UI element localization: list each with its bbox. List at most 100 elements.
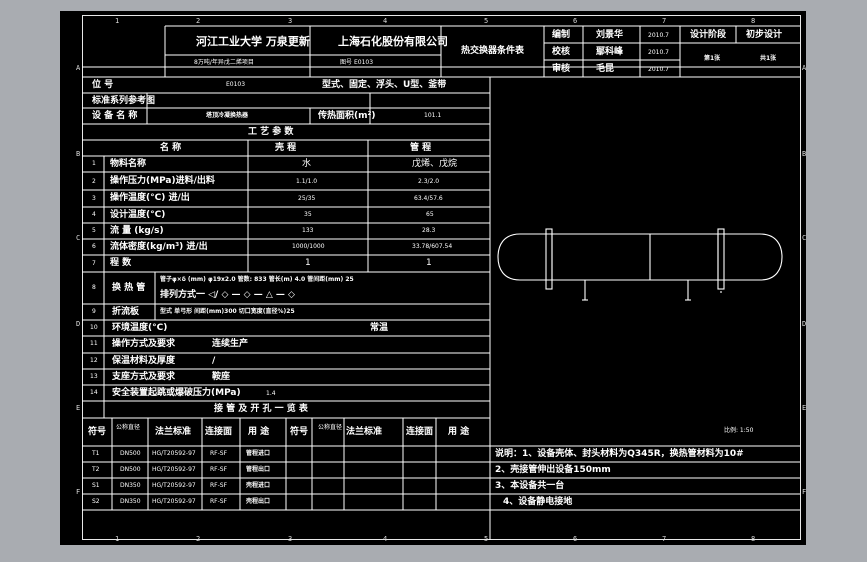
nozzle-row-face: RF-SF <box>210 466 228 473</box>
note-line-2: 2、壳接管伸出设备150mm <box>495 465 611 475</box>
nozzle-row-standard: HG/T20592-97 <box>152 482 196 489</box>
zone-label-col-1: 1 <box>115 17 120 25</box>
sheet-title: 热交换器条件表 <box>461 46 525 56</box>
type-line: 型式、固定、浮头、U型、釜带 <box>322 80 447 90</box>
role-label-2: 校核 <box>552 47 571 57</box>
note-line-3: 3、本设备共一台 <box>495 481 565 491</box>
drawing-sheet <box>60 11 806 545</box>
param-row-name: 操作方式及要求 <box>112 339 176 349</box>
area-value: 101.1 <box>424 112 442 119</box>
position-label: 位 号 <box>92 80 114 90</box>
nozzle-header-dn: 公称直径 <box>116 424 141 431</box>
process-row-tube: 33.78/607.54 <box>412 243 453 250</box>
role-date-3: 2010.7 <box>648 66 669 73</box>
page-total: 共1张 <box>760 55 777 62</box>
university-name: 河江工业大学 万泉更新 <box>196 35 310 48</box>
zone-label-col-6: 6 <box>573 17 578 25</box>
param-row-no: 9 <box>92 308 96 315</box>
process-row-tube: 戊烯、戊烷 <box>412 159 458 169</box>
drawing-frame <box>82 15 801 540</box>
zone-label-row-a-right: A <box>802 64 807 72</box>
process-row-shell: 133 <box>302 227 314 234</box>
zone-label-col-8-bottom: 8 <box>751 535 756 543</box>
zone-label-row-e-right: E <box>802 404 807 412</box>
process-row-no: 3 <box>92 195 96 202</box>
zone-label-col-3-bottom: 3 <box>288 535 293 543</box>
company-name: 上海石化股份有限公司 <box>338 35 448 48</box>
zone-label-col-7: 7 <box>662 17 667 25</box>
tube-spec-line: 管子φ×δ (mm) φ19x2.0 管数: 833 管长(m) 4.0 管间距… <box>160 276 354 283</box>
param-row-value: 鞍座 <box>212 372 231 382</box>
zone-label-row-a: A <box>76 64 81 72</box>
zone-label-col-5-bottom: 5 <box>484 535 489 543</box>
zone-label-col-3: 3 <box>288 17 293 25</box>
process-row-tube: 65 <box>426 211 434 218</box>
process-row-name: 操作温度(°C) 进/出 <box>110 193 190 203</box>
tube-arrangement: 排列方式一 ◁/ ◇ — ◇ — △ — ◇ <box>160 290 295 300</box>
project-name: 8万吨/年异戊二烯项目 <box>194 59 254 66</box>
nozzle-row-dn: DN350 <box>120 498 141 505</box>
process-row-name: 程 数 <box>110 258 132 268</box>
zone-label-row-f-right: F <box>802 488 807 496</box>
vessel-left-head <box>497 233 521 281</box>
nozzle-row-face: RF-SF <box>210 482 228 489</box>
process-row-name: 设计温度(°C) <box>110 210 166 220</box>
process-row-shell: 1 <box>305 258 311 268</box>
nozzle-header-face: 连接面 <box>205 427 233 437</box>
nozzle-row-face: RF-SF <box>210 498 228 505</box>
process-row-no: 4 <box>92 211 96 218</box>
scale-label: 比例: 1:50 <box>724 427 754 434</box>
nozzle-header-symbol: 符号 <box>88 427 107 437</box>
note-line-4: 4、设备静电接地 <box>503 497 573 507</box>
zone-label-row-c-right: C <box>802 234 807 242</box>
process-row-no: 5 <box>92 227 96 234</box>
process-row-tube: 2.3/2.0 <box>418 178 440 185</box>
zone-label-col-5: 5 <box>484 17 489 25</box>
process-row-tube: 28.3 <box>422 227 436 234</box>
param-row-value: 连续生产 <box>212 339 249 349</box>
process-row-tube: 63.4/57.6 <box>414 195 443 202</box>
nozzle-header-standard: 法兰标准 <box>155 427 192 437</box>
nozzle-header-symbol-right: 符号 <box>290 427 309 437</box>
standard-label: 标准系列参考图 <box>92 96 156 106</box>
nozzle-section-title: 接 管 及 开 孔 一 览 表 <box>214 404 308 414</box>
drawing-no-label: 图号 <box>340 59 353 66</box>
zone-label-col-8: 8 <box>751 17 756 25</box>
zone-label-row-e: E <box>76 404 81 412</box>
role-name-3: 毛昆 <box>596 64 615 74</box>
nozzle-header-standard-right: 法兰标准 <box>346 427 383 437</box>
process-col-item: 名 称 <box>160 143 182 153</box>
param-row-name: 折流板 <box>112 307 140 317</box>
process-row-no: 1 <box>92 160 96 167</box>
nozzle-row-use: 管程进口 <box>246 450 271 457</box>
nozzle-row-use: 管程出口 <box>246 466 271 473</box>
design-stage-value: 初步设计 <box>746 30 783 40</box>
nozzle-row-symbol: T1 <box>92 450 100 457</box>
process-row-name: 流体密度(kg/m³) 进/出 <box>110 242 208 252</box>
nozzle-header-use-right: 用 途 <box>448 427 470 437</box>
process-section-title: 工 艺 参 数 <box>248 127 294 137</box>
drawing-no-value: E0103 <box>354 59 374 66</box>
role-date-1: 2010.7 <box>648 32 669 39</box>
process-row-shell: 1000/1000 <box>292 243 325 250</box>
process-row-no: 7 <box>92 260 96 267</box>
role-date-2: 2010.7 <box>648 49 669 56</box>
process-row-name: 物料名称 <box>110 159 147 169</box>
position-value: E0103 <box>226 81 246 88</box>
param-row-name: 安全装置起跳或爆破压力(MPa) <box>112 388 241 398</box>
process-row-no: 6 <box>92 243 96 250</box>
param-row-name: 保温材料及厚度 <box>112 356 176 366</box>
role-name-2: 鄢科峰 <box>596 47 624 57</box>
nozzle-row-symbol: S1 <box>92 482 100 489</box>
tube-row-no: 8 <box>92 284 96 291</box>
param-row-no: 14 <box>90 389 98 396</box>
nozzle-header-dn-right: 公称直径 <box>318 424 343 431</box>
zone-label-row-d-right: D <box>802 320 807 328</box>
equipment-value: 塔顶冷凝换热器 <box>206 112 249 119</box>
process-col-tube: 管 程 <box>410 143 432 153</box>
process-row-no: 2 <box>92 178 96 185</box>
process-row-shell: 25/35 <box>298 195 316 202</box>
nozzle-row-standard: HG/T20592-97 <box>152 498 196 505</box>
nozzle-row-symbol: T2 <box>92 466 100 473</box>
